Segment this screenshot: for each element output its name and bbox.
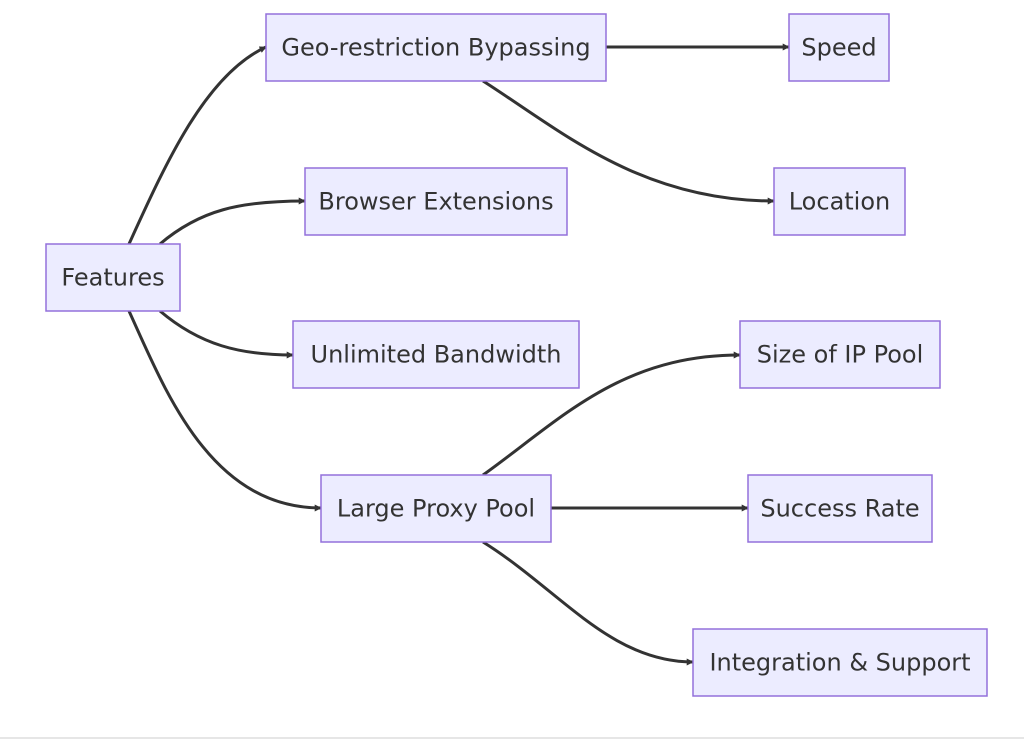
node-location: Location bbox=[773, 167, 906, 236]
edge-features-to-geo bbox=[127, 45, 267, 245]
node-geo: Geo-restriction Bypassing bbox=[265, 13, 607, 82]
edge-features-to-bandwidth bbox=[159, 309, 294, 359]
node-label-bandwidth: Unlimited Bandwidth bbox=[311, 341, 562, 369]
node-label-geo: Geo-restriction Bypassing bbox=[281, 34, 590, 62]
node-box-success bbox=[747, 474, 933, 543]
node-box-proxy bbox=[320, 474, 552, 543]
node-label-proxy: Large Proxy Pool bbox=[337, 495, 535, 523]
node-label-location: Location bbox=[789, 188, 891, 216]
node-integration: Integration & Support bbox=[692, 628, 988, 697]
node-label-success: Success Rate bbox=[760, 495, 919, 523]
node-success: Success Rate bbox=[747, 474, 933, 543]
node-box-ippool bbox=[739, 320, 941, 389]
node-label-speed: Speed bbox=[801, 34, 876, 62]
nodes-layer: Features Geo-restriction BypassingBrowser… bbox=[45, 13, 988, 697]
node-label-browser: Browser Extensions bbox=[318, 188, 553, 216]
node-label-ippool: Size of IP Pool bbox=[757, 341, 924, 369]
node-label-features: Features bbox=[61, 264, 164, 292]
node-box-browser bbox=[304, 167, 568, 236]
node-box-integration bbox=[692, 628, 988, 697]
node-speed: Speed bbox=[788, 13, 890, 82]
edge-proxy-to-integration bbox=[482, 540, 694, 666]
node-box-speed bbox=[788, 13, 890, 82]
node-box-features bbox=[45, 243, 181, 312]
node-box-geo bbox=[265, 13, 607, 82]
edge-features-to-browser bbox=[159, 197, 306, 246]
node-bandwidth: Unlimited Bandwidth bbox=[292, 320, 580, 389]
edge-geo-to-location bbox=[482, 79, 775, 205]
edge-proxy-to-ippool bbox=[482, 351, 741, 477]
node-box-location bbox=[773, 167, 906, 236]
node-box-bandwidth bbox=[292, 320, 580, 389]
bottom-divider bbox=[0, 737, 1024, 739]
edge-features-to-proxy bbox=[127, 310, 322, 512]
edges-layer bbox=[127, 43, 790, 666]
node-features: Features bbox=[45, 243, 181, 312]
node-label-integration: Integration & Support bbox=[709, 649, 970, 677]
node-browser: Browser Extensions bbox=[304, 167, 568, 236]
node-proxy: Large Proxy Pool bbox=[320, 474, 552, 543]
node-ippool: Size of IP Pool bbox=[739, 320, 941, 389]
